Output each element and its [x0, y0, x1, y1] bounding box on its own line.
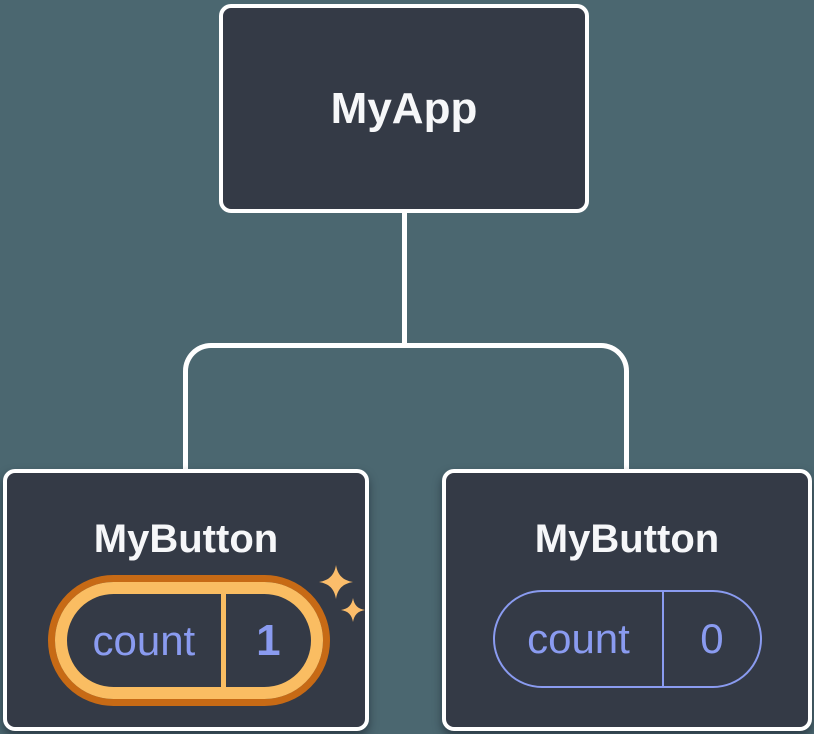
state-key-label: count	[527, 615, 630, 662]
state-value-cell: 0	[664, 592, 760, 686]
state-pill-highlighted: count 1	[48, 575, 330, 706]
state-key-cell: count	[67, 594, 221, 687]
state-value-cell: 1	[226, 594, 311, 687]
node-mybutton-left: MyButton count 1	[3, 469, 369, 731]
connector-bracket	[183, 343, 629, 470]
sparkle-icon-large	[319, 565, 353, 599]
node-mybutton-right: MyButton count 0	[442, 469, 812, 731]
node-mybutton-right-label: MyButton	[534, 517, 720, 561]
state-value-label: 1	[256, 615, 281, 665]
state-key-label: count	[92, 616, 196, 664]
state-value-label: 0	[700, 615, 724, 662]
pill-divider	[661, 592, 664, 686]
connector-stem	[402, 211, 407, 347]
node-myapp-label: MyApp	[330, 83, 478, 133]
state-pill-highlighted-inner: count 1	[55, 582, 323, 699]
state-pill-plain: count 0	[493, 590, 762, 688]
sparkle-icon-small	[341, 598, 365, 622]
pill-divider	[220, 594, 226, 687]
state-key-cell: count	[495, 592, 662, 686]
node-mybutton-left-label: MyButton	[93, 517, 279, 561]
node-myapp: MyApp	[219, 4, 589, 213]
